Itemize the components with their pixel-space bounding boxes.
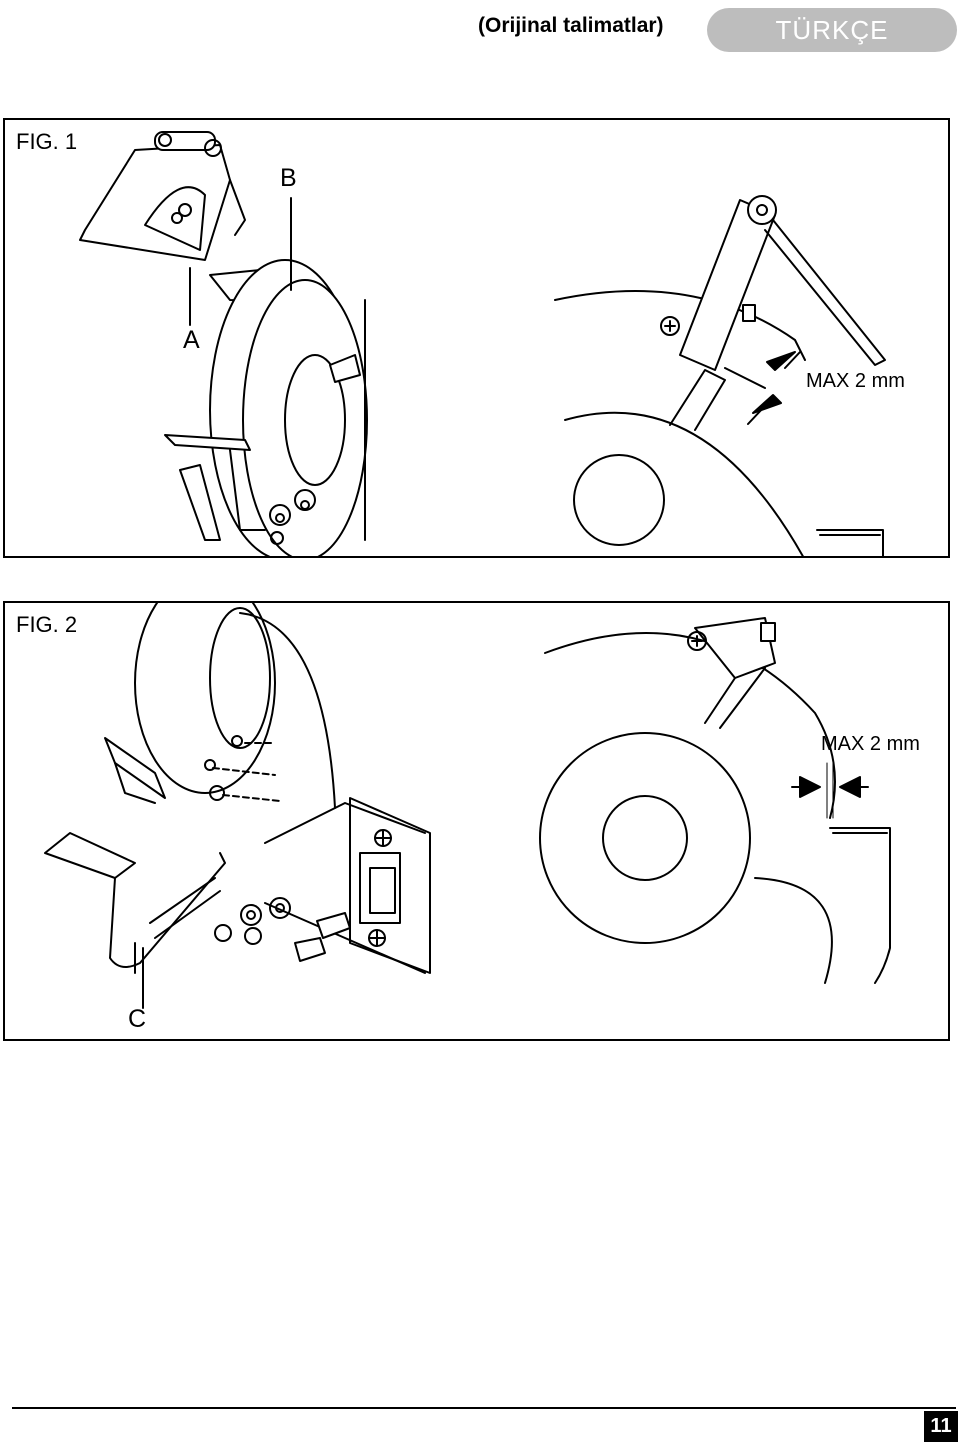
figure-1-title: FIG. 1 (16, 129, 78, 154)
spark-guard-detail-illustration (554, 195, 886, 556)
figure-1-drawing (79, 131, 886, 556)
tool-rest-illustration (164, 434, 316, 545)
dimension-label-2: MAX 2 mm (821, 733, 920, 755)
language-badge: TÜRKÇE (707, 8, 957, 52)
grinder-body-illustration (209, 259, 368, 556)
wheel-gap-detail-illustration (539, 617, 891, 984)
footer-rule (12, 1407, 956, 1409)
figure-2-title: FIG. 2 (16, 612, 78, 637)
max-gap-arrows (747, 351, 801, 425)
figure-2-panel: FIG. 2 (3, 601, 950, 1041)
tool-rest-hardware-illustration (44, 832, 351, 974)
header-subtitle: (Orijinal talimatlar) (478, 14, 664, 37)
figure-1-panel: FIG. 1 (3, 118, 950, 558)
callout-b: B (280, 164, 297, 192)
eye-shield-illustration (79, 131, 246, 261)
dimension-label: MAX 2 mm (806, 370, 905, 392)
figure-2-drawing (44, 603, 891, 1009)
page-number: 11 (924, 1411, 958, 1442)
grinder-base-illustration (104, 603, 431, 974)
callout-a: A (183, 326, 200, 354)
max-gap-arrows-2 (791, 762, 869, 819)
callout-c: C (128, 1005, 147, 1033)
